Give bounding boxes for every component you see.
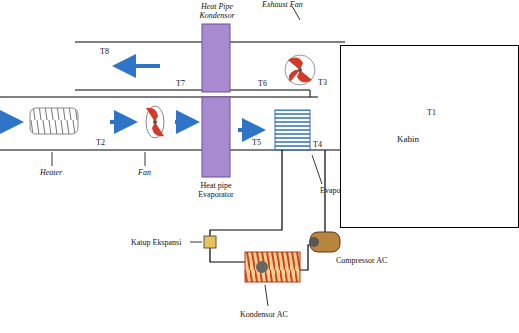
part-label: Heater: [40, 168, 62, 177]
cabin-box: T1Kabin: [340, 45, 519, 228]
part-label: T7: [176, 79, 185, 88]
exhaust-fan: [285, 55, 315, 85]
part-label: T3: [318, 78, 327, 87]
part-label: Katup Ekspansi: [131, 238, 181, 247]
part-label: T6: [258, 79, 267, 88]
part-label: T4: [313, 140, 322, 149]
part-label: T8: [100, 47, 109, 56]
part-label: Heat pipe Evaporator: [184, 181, 248, 199]
part-label: T5: [252, 138, 261, 147]
part-label: Kondensor AC: [240, 310, 288, 319]
temp-label: T1: [427, 108, 436, 117]
part-label: T2: [96, 138, 105, 147]
cabin-name: Kabin: [397, 134, 419, 144]
part-label: Fan: [138, 168, 151, 177]
fan: [146, 106, 164, 138]
part-label: Heat Pipe Kondensor: [188, 2, 246, 20]
part-label: Compressor AC: [336, 256, 387, 265]
part-label: Exhaust Fan: [262, 0, 303, 9]
